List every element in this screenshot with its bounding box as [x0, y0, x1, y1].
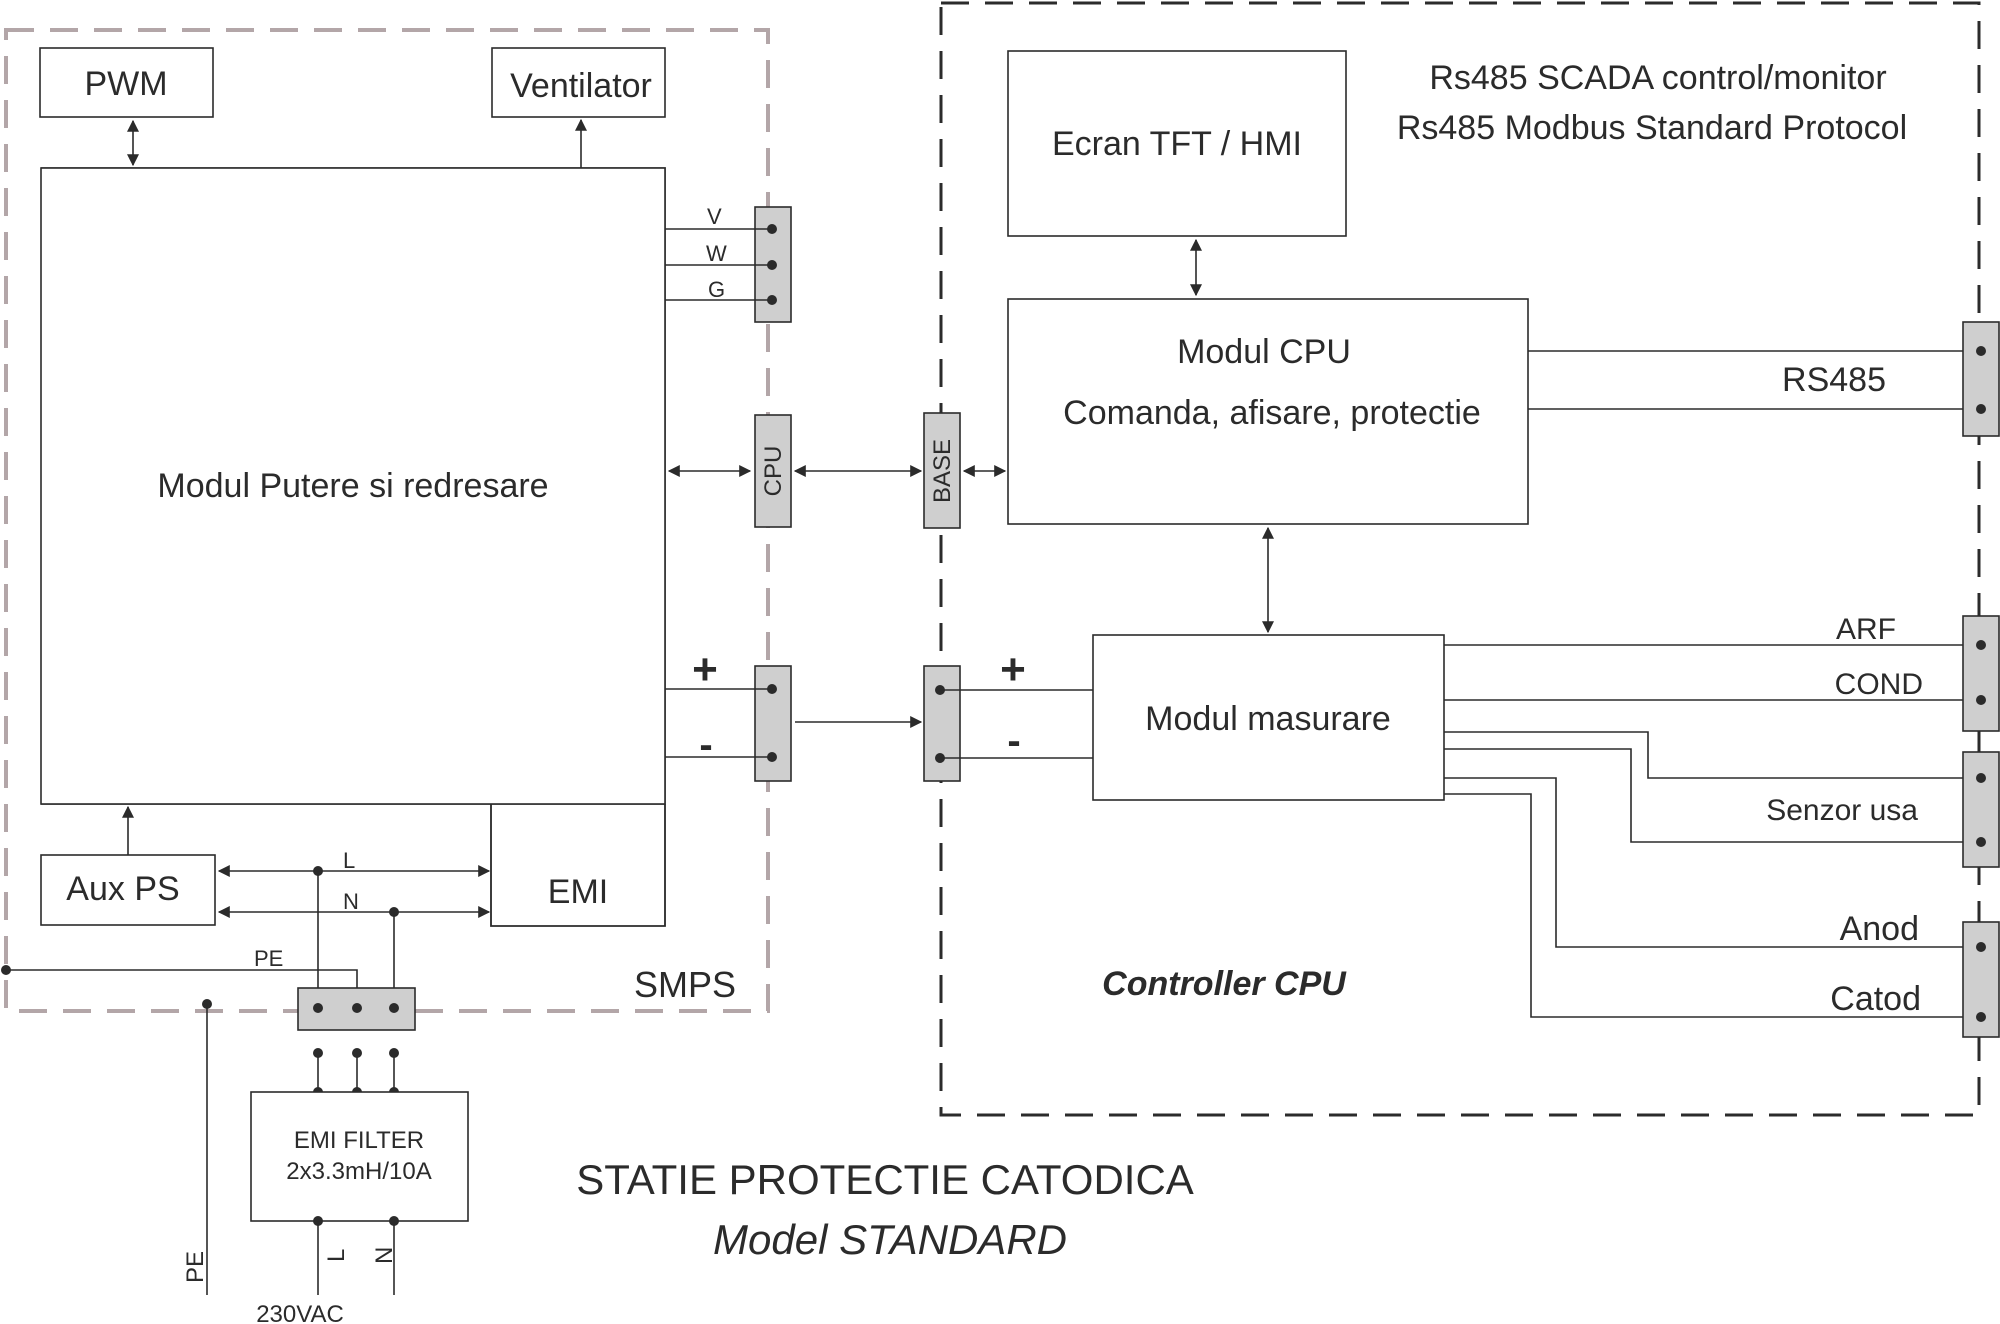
cpu-connector-label: CPU [760, 446, 787, 497]
measure-module-label: Modul masurare [1145, 700, 1391, 738]
door-sensor-terminal [1962, 751, 2000, 868]
rs485-label: RS485 [1782, 361, 1886, 399]
measure-module-block: Modul masurare [1092, 634, 1445, 801]
smps-minus-label: - [699, 723, 712, 767]
cpu-module-block: Modul CPU Comanda, afisare, protectie [1007, 298, 1529, 525]
cpu-connector [754, 414, 792, 528]
cpu-module-line1: Modul CPU [1177, 333, 1351, 371]
diagram-title: STATIE PROTECTIE CATODICA [576, 1156, 1194, 1203]
hmi-screen-label: Ecran TFT / HMI [1052, 125, 1302, 163]
label-l-bottom: L [323, 1249, 350, 1262]
ventilator-block: Ventilator [491, 47, 666, 118]
label-pe-bottom: PE [182, 1251, 209, 1283]
arf-cond-terminal [1962, 615, 2000, 732]
aux-ps-block: Aux PS [40, 854, 216, 926]
label-v: V [707, 204, 722, 229]
emi-block: EMI [490, 804, 666, 927]
smps-label: SMPS [634, 964, 736, 1005]
dc-out-terminal [754, 665, 792, 782]
hmi-screen-block: Ecran TFT / HMI [1007, 50, 1347, 237]
power-module-label: Modul Putere si redresare [157, 467, 548, 505]
emi-filter-line2: 2x3.3mH/10A [286, 1158, 431, 1185]
power-module-block: Modul Putere si redresare [40, 167, 666, 927]
cpu-module-line2: Comanda, afisare, protectie [1063, 394, 1481, 432]
measure-in-terminal [923, 665, 961, 782]
arf-label: ARF [1836, 613, 1896, 646]
door-sensor-label: Senzor usa [1766, 794, 1918, 827]
cond-label: COND [1835, 668, 1923, 701]
scada-note-line2: Rs485 Modbus Standard Protocol [1397, 109, 1907, 147]
scada-note-line1: Rs485 SCADA control/monitor [1429, 59, 1886, 97]
base-connector [923, 412, 961, 529]
cathode-label: Catod [1830, 980, 1921, 1018]
supply-label: 230VAC [256, 1301, 344, 1324]
measure-minus-label: - [1007, 719, 1020, 763]
controller-region [939, 1, 1981, 1117]
controller-label: Controller CPU [1102, 965, 1347, 1003]
pwm-label: PWM [84, 65, 167, 103]
base-connector-label: BASE [929, 439, 956, 503]
emi-filter-line1: EMI FILTER [294, 1127, 424, 1154]
measure-plus-label: + [1000, 645, 1026, 694]
label-n: N [343, 889, 359, 914]
aux-ps-label: Aux PS [66, 870, 179, 908]
emi-label: EMI [548, 873, 608, 911]
diagram-subtitle: Model STANDARD [713, 1216, 1067, 1263]
anode-label: Anod [1840, 910, 1919, 948]
label-pe: PE [254, 946, 283, 971]
emi-filter-block: EMI FILTER 2x3.3mH/10A [250, 1091, 469, 1222]
label-g: G [708, 277, 725, 302]
rs485-terminal [1962, 321, 2000, 437]
pwm-block: PWM [39, 47, 214, 118]
smps-plus-label: + [692, 645, 718, 694]
label-w: W [706, 241, 727, 266]
label-l: L [343, 848, 355, 873]
ventilator-label: Ventilator [510, 67, 652, 105]
label-n-bottom: N [371, 1247, 398, 1264]
